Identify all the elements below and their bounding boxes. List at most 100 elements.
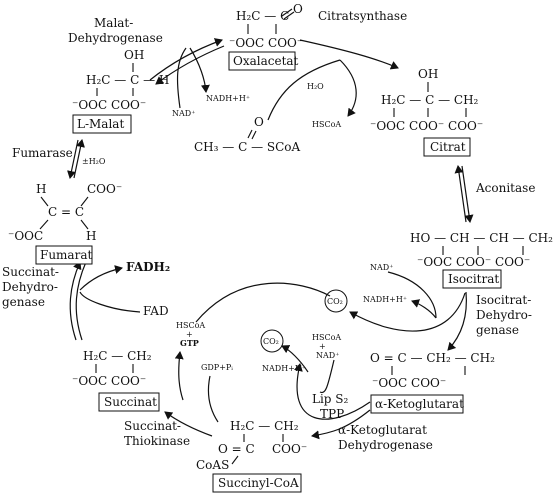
lmalat-label-box — [72, 114, 132, 134]
fumarase-label: Fumarase — [12, 146, 73, 160]
keto-nadh: NADH+H⁺ — [262, 364, 306, 373]
hscoa-gtp-label: HSCoA — [176, 321, 205, 330]
isocitrat-label-box — [442, 269, 502, 289]
succinat-formula-line2: ⁻OOC COO⁻ — [72, 374, 146, 388]
fumarat-bond-1 — [40, 196, 49, 207]
fumarat-structure: H COO⁻ C = C ⁻OOC H — [8, 182, 122, 243]
acetylcoa-o: O — [254, 115, 264, 129]
oxalacetat-formula-line1: H₂C — C — [236, 9, 289, 23]
oxalacetat-double-bond — [281, 8, 293, 17]
fumarat-bond-3 — [39, 219, 49, 230]
succinat-dh-line1: Succinat- — [2, 265, 59, 279]
malat-dh-line1: Malat- — [94, 16, 133, 30]
keto-nadh-co2-arrow — [294, 363, 371, 420]
keto-cofactor-in — [319, 359, 335, 394]
fad-in — [79, 291, 141, 313]
citrat-oh: OH — [418, 67, 438, 81]
succinat-label: Succinat — [104, 395, 157, 409]
isocitrat-dh-line1: Isocitrat- — [476, 293, 531, 307]
lmalat-label: L-Malat — [77, 117, 124, 131]
isocitrat-label: Isocitrat — [448, 272, 499, 286]
isocitrat-structure: HO — CH — CH — CH₂ ⁻OOC COO⁻ COO⁻ — [410, 231, 553, 269]
succinylcoa-to-succinat-arrow — [164, 411, 213, 437]
fadh2-label: FADH₂ — [126, 260, 170, 274]
keto-co2-circle — [260, 329, 284, 353]
oxalacetat-label-box — [228, 51, 296, 71]
ketoglutarat-structure: O = C — CH₂ — CH₂ ⁻OOC COO⁻ — [370, 351, 495, 390]
fumarat-formula-line1: C = C — [48, 205, 84, 219]
succinat-label-box — [98, 392, 160, 412]
malat-nad-in — [176, 47, 187, 109]
citrat-label-box — [423, 137, 471, 157]
oxalacetat-double-bond-2 — [283, 11, 295, 20]
oxalacetat-to-malat-arrow — [155, 45, 225, 85]
malat-nad: NAD⁺ — [172, 109, 195, 118]
succinylcoa-label-box — [212, 473, 302, 493]
succinylcoa-formula-line3: CoAS — [196, 458, 229, 472]
fumarat-bond-2 — [80, 196, 89, 207]
isocitrat-nadh-out — [411, 299, 437, 319]
keto-plus: + — [319, 342, 326, 351]
oxalacetat-to-citrat-arrow — [299, 39, 399, 70]
malat-nadh: NADH+H⁺ — [206, 94, 250, 103]
isocitrat-nadh: NADH+H⁺ — [363, 295, 407, 304]
fumarat-bond-4 — [80, 219, 89, 230]
succinylcoa-formula-line2: COO⁻ — [272, 442, 307, 456]
lmalat-formula-line2: ⁻OOC COO⁻ — [72, 98, 146, 112]
gtp-label: GTP — [180, 338, 199, 348]
malat-to-oxalacetat-arrow — [149, 38, 223, 81]
fumarat-h1: H — [36, 182, 46, 196]
fumarat-h2: H — [86, 229, 96, 243]
gdp-in-curve — [207, 375, 219, 423]
lip-s2-label: Lip S₂ — [312, 392, 349, 406]
oxalacetat-structure: H₂C — C O ⁻OOC COO⁻ — [229, 2, 303, 50]
succinylcoa-label: Succinyl-CoA — [218, 476, 299, 490]
fumarat-label-box — [35, 245, 93, 265]
aconitase-back-arrow — [454, 165, 467, 223]
top-link-curve — [195, 282, 331, 323]
isocitrat-dh-line3: genase — [476, 323, 519, 337]
citrat-label: Citrat — [430, 140, 466, 154]
fumarat-coo1: COO⁻ — [87, 182, 122, 196]
isocitrat-dh-line2: Dehydro- — [476, 308, 532, 322]
acetylcoa-double-bond-2 — [251, 130, 257, 140]
succinat-dh-line2: Dehydro- — [2, 280, 58, 294]
succinylcoa-o: O = C — [218, 442, 255, 456]
succinat-to-fumarat-arrow-2 — [75, 261, 87, 341]
acetylcoa-in-curve — [267, 59, 341, 121]
isocitrat-co2: CO₂ — [327, 297, 343, 306]
isocitrat-co2-arrow — [349, 292, 466, 332]
isocitrat-formula-line2: ⁻OOC COO⁻ COO⁻ — [417, 255, 530, 269]
hscoa-out-arrow — [339, 59, 357, 117]
ketoglutarat-formula-line2: ⁻OOC COO⁻ — [372, 376, 446, 390]
isocitrat-formula-line1: HO — CH — CH — CH₂ — [410, 231, 553, 245]
malat-nadh-out — [189, 47, 210, 93]
lmalat-structure: OH H₂C — C — H ⁻OOC COO⁻ — [72, 48, 169, 112]
isocitrat-to-ketoglutarat-arrow — [447, 291, 467, 351]
fad-label: FAD — [143, 304, 169, 318]
ketoglutarat-dh-line1: α-Ketoglutarat — [338, 423, 427, 437]
aconitase-forward-arrow — [461, 165, 474, 223]
succinat-to-fumarat-arrow — [69, 261, 82, 341]
keto-co2-out — [281, 345, 309, 373]
gdp-pi-label: GDP+Pᵢ — [201, 363, 233, 372]
citrat-formula-line2: ⁻OOC COO⁻ COO⁻ — [370, 119, 483, 133]
ketoglutarat-dh-line2: Dehydrogenase — [338, 438, 433, 452]
citratsynthase-label: Citratsynthase — [318, 9, 407, 23]
citrat-hscoa: HSCoA — [312, 120, 341, 129]
citrat-structure: OH H₂C — C — CH₂ ⁻OOC COO⁻ COO⁻ — [370, 67, 483, 133]
succinylcoa-bond-3 — [231, 455, 239, 465]
succinat-structure: H₂C — CH₂ ⁻OOC COO⁻ — [72, 349, 152, 388]
keto-nad: NAD⁺ — [316, 351, 339, 360]
lmalat-formula-line1: H₂C — C — H — [86, 73, 169, 87]
ketoglutarat-label-box — [370, 394, 464, 414]
fumarase-h2o: ±H₂O — [82, 157, 106, 166]
oxalacetat-oxygen: O — [293, 2, 303, 16]
acetylcoa-structure: O CH₃ — C — SCoA — [194, 115, 301, 154]
keto-co2: CO₂ — [263, 337, 279, 346]
gtp-out-arrow — [174, 351, 184, 401]
isocitrat-nad: NAD⁺ — [370, 263, 393, 272]
ketoglutarat-to-succinylcoa-arrow — [311, 409, 371, 440]
